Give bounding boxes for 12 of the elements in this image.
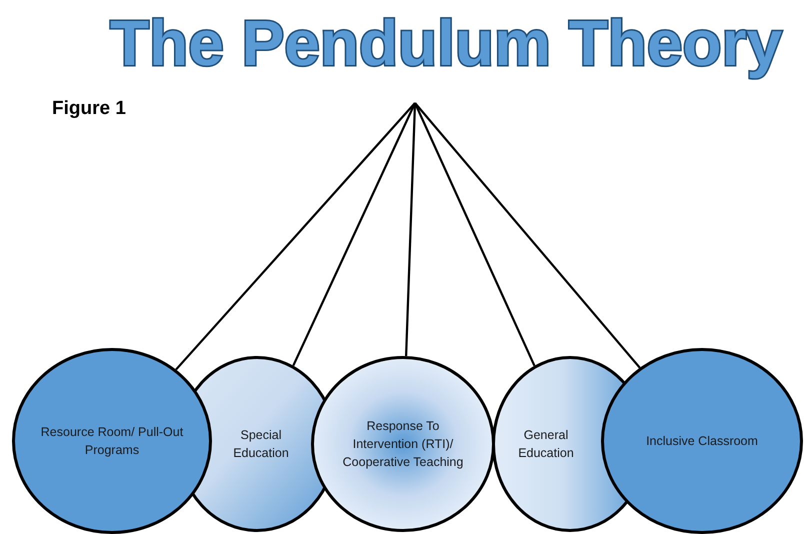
title: The Pendulum Theory (110, 6, 782, 80)
pendulum-string (175, 102, 416, 370)
node-label: General Education (517, 427, 575, 462)
pendulum-string (405, 102, 416, 356)
node-label: Resource Room/ Pull-Out Programs (40, 424, 184, 459)
node-label: Response To Intervention (RTI)/ Cooperative Teaching (342, 418, 464, 471)
figure-label: Figure 1 (52, 98, 126, 120)
node-label: Inclusive Classroom (645, 433, 759, 450)
node-label: Special Education (232, 427, 290, 462)
pendulum-string (292, 102, 416, 366)
pendulum-string (414, 102, 536, 366)
pendulum-string (414, 102, 641, 368)
